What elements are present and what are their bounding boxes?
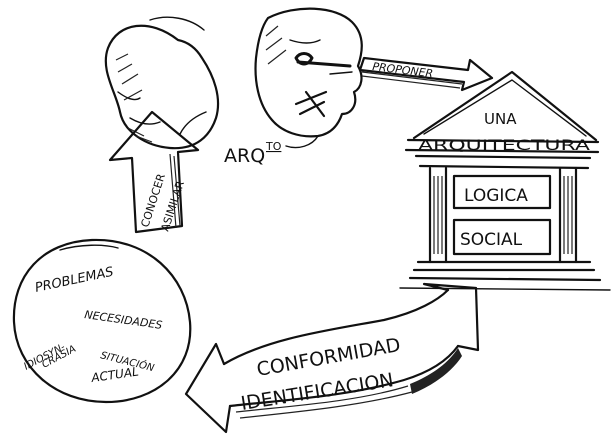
problems-circle: PROBLEMAS NECESIDADES IDIOSYN- CRASIA SI… <box>12 238 192 404</box>
architecture-building: UNA ARQUITECTURA LOGICA SOCIAL <box>399 70 611 291</box>
right-head <box>254 7 363 149</box>
conformity-arrow: CONFORMIDAD IDENTIFICACION <box>184 282 480 434</box>
building-panel-top: LOGICA <box>464 186 528 206</box>
knowledge-arrow: CONOCER ASIMILAR <box>108 110 200 234</box>
propose-arrow: PROPONER <box>358 56 494 92</box>
circle-item-actual: ACTUAL <box>89 364 139 385</box>
circle-item-problemas: PROBLEMAS <box>34 265 115 296</box>
architect-label: ARQ TO <box>224 140 282 167</box>
architect-label-text: ARQ <box>224 145 265 167</box>
circle-item-necesidades: NECESIDADES <box>84 308 163 332</box>
building-line1: UNA <box>484 110 517 128</box>
building-line2: ARQUITECTURA <box>418 138 591 154</box>
architect-label-sup: TO <box>265 140 282 153</box>
left-head <box>104 16 220 150</box>
building-panel-bottom: SOCIAL <box>460 230 523 250</box>
